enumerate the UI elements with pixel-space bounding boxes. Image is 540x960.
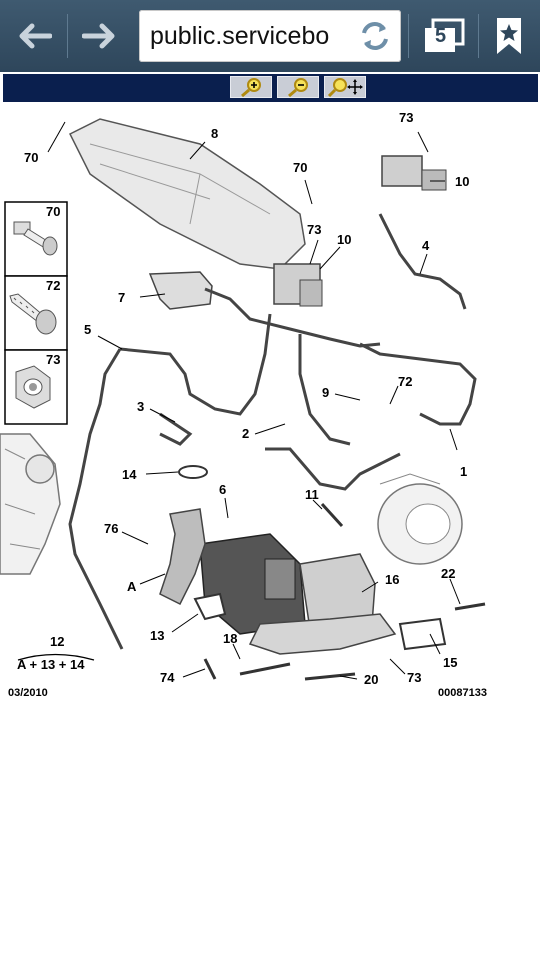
engine-block-illustration bbox=[0, 433, 61, 575]
callout-label: 2 bbox=[242, 426, 249, 441]
zoom-in-button[interactable] bbox=[230, 76, 272, 98]
tabs-icon bbox=[425, 18, 465, 52]
callout-label: 6 bbox=[219, 482, 226, 497]
bracket-7-illustration bbox=[148, 271, 213, 310]
fastener-legend: 70 72 73 bbox=[4, 201, 68, 425]
tab-count: 5 bbox=[435, 25, 447, 47]
zoom-in-icon bbox=[241, 78, 261, 97]
vacuum-pipes bbox=[68, 213, 477, 650]
callout-label: 18 bbox=[223, 631, 237, 646]
callout-label: 7 bbox=[118, 290, 125, 305]
callout-label: 73 bbox=[307, 222, 321, 237]
diagram-reference: 00087133 bbox=[438, 687, 487, 699]
toolbar-separator bbox=[67, 14, 68, 58]
forward-button[interactable] bbox=[74, 10, 126, 62]
diagram-date: 03/2010 bbox=[8, 687, 48, 699]
back-button[interactable] bbox=[8, 10, 60, 62]
callout-label: 15 bbox=[443, 655, 457, 670]
callout-label: 20 bbox=[364, 672, 378, 687]
bookmark-star-icon bbox=[497, 18, 521, 54]
zoom-pan-icon bbox=[327, 78, 363, 97]
callout-label: 73 bbox=[399, 110, 413, 125]
parts-diagram: 70 72 73 bbox=[0, 110, 487, 699]
egr-pipe-illustration bbox=[159, 508, 206, 606]
reload-button[interactable] bbox=[355, 16, 395, 56]
forward-arrow-icon bbox=[82, 23, 115, 49]
bolt-70-illustration bbox=[13, 221, 58, 256]
callout-label: 4 bbox=[422, 238, 430, 253]
zoom-out-button[interactable] bbox=[277, 76, 319, 98]
kit-number: 12 bbox=[50, 634, 64, 649]
callout-label: 76 bbox=[104, 521, 118, 536]
callout-label: 5 bbox=[84, 322, 91, 337]
tabs-button[interactable]: 5 bbox=[418, 10, 470, 62]
callout-label: 74 bbox=[160, 670, 175, 685]
legend-label-72: 72 bbox=[46, 278, 60, 293]
heat-shield-illustration bbox=[68, 118, 306, 270]
callout-label: 70 bbox=[24, 150, 38, 165]
callout-leaders bbox=[47, 121, 461, 680]
gasket-13-illustration bbox=[193, 592, 227, 621]
callout-label: 1 bbox=[460, 464, 467, 479]
exhaust-manifold-illustration bbox=[248, 613, 397, 655]
callout-label: 9 bbox=[322, 385, 329, 400]
zoom-pan-button[interactable] bbox=[324, 76, 366, 98]
callout-label: 11 bbox=[305, 487, 319, 502]
toolbar-separator bbox=[408, 14, 409, 58]
callout-label: 14 bbox=[122, 467, 137, 482]
callout-label: 73 bbox=[407, 670, 421, 685]
kit-formula: 12 A + 13 + 14 bbox=[17, 634, 95, 672]
vacuum-pump-illustration bbox=[377, 473, 463, 565]
callout-label: 10 bbox=[337, 232, 351, 247]
callout-label: 13 bbox=[150, 628, 164, 643]
gasket-15-illustration bbox=[398, 617, 447, 651]
callout-label: 8 bbox=[211, 126, 218, 141]
toolbar-separator bbox=[478, 14, 479, 58]
url-bar[interactable]: public.servicebo bbox=[139, 10, 401, 62]
url-text: public.servicebo bbox=[150, 22, 330, 50]
kit-formula-text: A + 13 + 14 bbox=[17, 657, 85, 672]
solenoid-valve-upper bbox=[381, 155, 447, 191]
callout-label: 10 bbox=[455, 174, 469, 189]
callout-label: 16 bbox=[385, 572, 399, 587]
bolt-72-illustration bbox=[9, 293, 57, 335]
callout-label: 22 bbox=[441, 566, 455, 581]
browser-toolbar: public.servicebo 5 bbox=[0, 0, 540, 72]
egr-cooler-illustration bbox=[199, 533, 376, 635]
back-arrow-icon bbox=[19, 23, 52, 49]
zoom-out-icon bbox=[288, 78, 308, 97]
callout-label: 3 bbox=[137, 399, 144, 414]
studs bbox=[203, 502, 486, 681]
nut-73-illustration bbox=[15, 365, 51, 409]
callout-label: A bbox=[127, 579, 137, 594]
o-ring-14-illustration bbox=[178, 465, 208, 479]
zoom-toolbar bbox=[3, 74, 538, 102]
solenoid-valve-lower bbox=[273, 263, 323, 307]
legend-label-70: 70 bbox=[46, 204, 60, 219]
callout-label: 72 bbox=[398, 374, 412, 389]
callout-label: 70 bbox=[293, 160, 307, 175]
callout-labels: 70 8 73 10 70 73 10 4 7 5 72 9 3 2 1 14 … bbox=[24, 110, 469, 687]
reload-icon bbox=[362, 22, 388, 50]
bookmark-button[interactable] bbox=[486, 10, 532, 62]
legend-label-73: 73 bbox=[46, 352, 60, 367]
